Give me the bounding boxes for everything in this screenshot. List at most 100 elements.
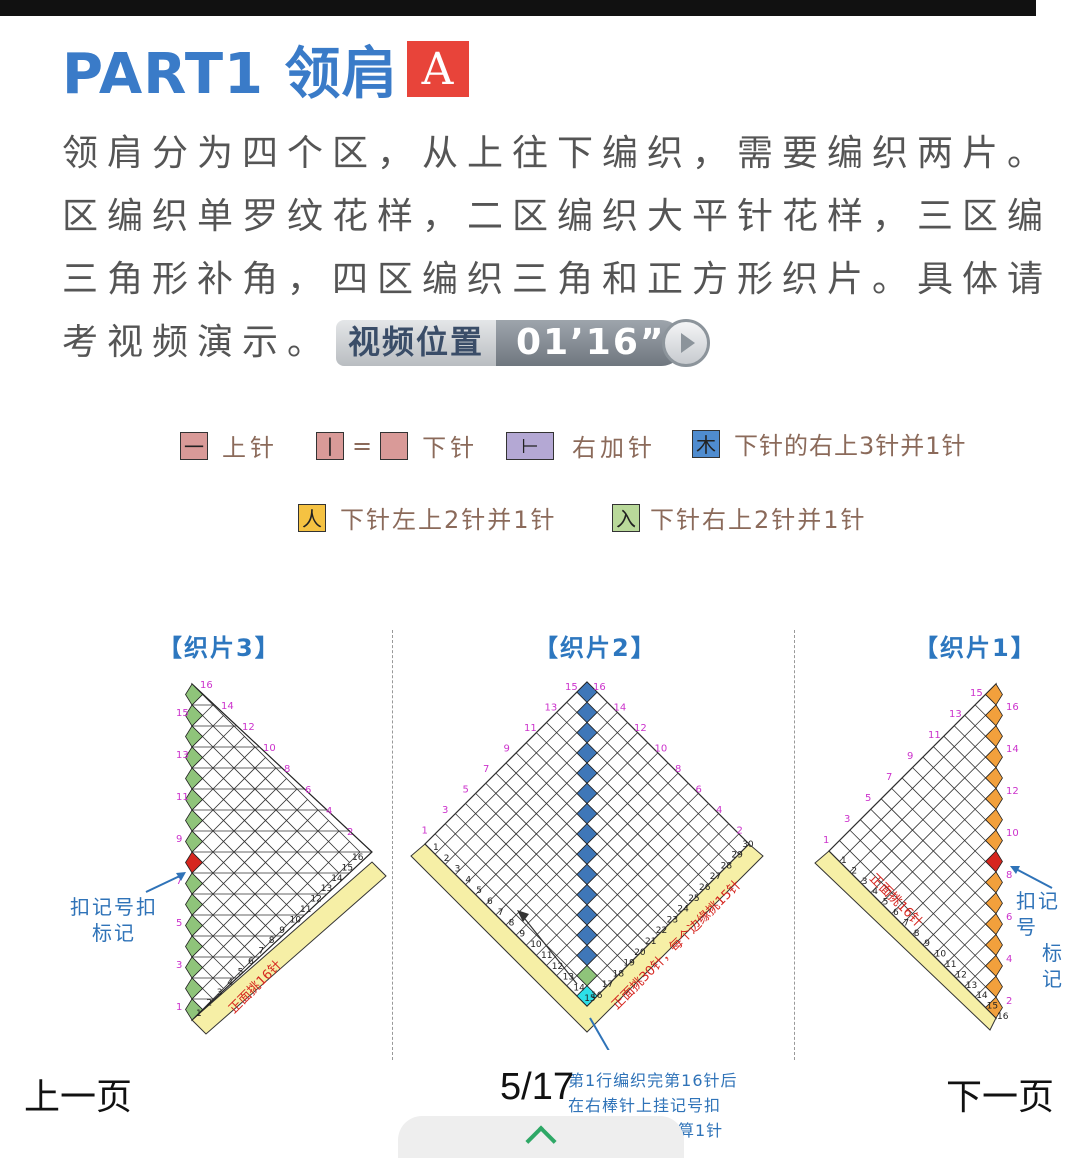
stitch-number: 7 — [903, 918, 909, 928]
stitch-number: 7 — [498, 908, 504, 918]
panel-title-1: 【织片1】 — [914, 634, 1037, 662]
desc-line-4: 考视频演示。 视频位置 01’16” — [62, 311, 1080, 374]
marker-annotation-right: 扣记号 标记 — [1016, 888, 1080, 992]
row-number: 5 — [463, 785, 469, 796]
stitch-number: 3 — [455, 865, 461, 875]
stitch-number: 1 — [433, 843, 439, 853]
pull-up-tab[interactable] — [398, 1116, 684, 1158]
row-number: 1 — [823, 835, 829, 846]
panel-title-3: 【织片3】 — [158, 634, 281, 662]
row-number: 2 — [347, 827, 353, 838]
stitch-number: 22 — [656, 926, 667, 936]
grid-line — [901, 829, 997, 925]
grid-line — [849, 829, 997, 977]
legend-cdd: 木 下针的右上3针并1针 — [692, 426, 967, 461]
stitch-number: 15 — [342, 863, 353, 873]
row-number: 10 — [655, 744, 668, 755]
stitch-number: 28 — [721, 861, 733, 871]
page-title: PART1 领肩 A — [62, 34, 469, 107]
stitch-number: 5 — [238, 967, 244, 977]
grid-line — [191, 872, 266, 947]
description: 领肩分为四个区，从上往下编织，需要编织两片。 区编织单罗纹花样，二区编织大平针花… — [62, 122, 1080, 374]
grid-line — [901, 777, 997, 873]
title-text: PART1 领肩 — [62, 41, 399, 107]
stitch-number: 29 — [731, 851, 743, 861]
grid-line — [576, 833, 740, 997]
row-number: 4 — [1006, 954, 1012, 965]
stitch-number: 24 — [677, 905, 689, 915]
grid-line — [880, 788, 997, 904]
row-number: 1 — [422, 826, 428, 837]
direction-arrow — [520, 913, 578, 985]
grid-line — [191, 746, 329, 884]
stitch-number: 27 — [710, 872, 721, 882]
grid-line — [191, 704, 350, 863]
grid-line — [586, 843, 750, 1007]
row-number: 11 — [176, 792, 189, 803]
grid-line — [546, 803, 709, 966]
stitch-number: 4 — [227, 978, 233, 988]
stitch-number: 11 — [945, 960, 956, 970]
stitch-number: 9 — [924, 939, 930, 949]
desc-line-1: 领肩分为四个区，从上往下编织，需要编织两片。 — [62, 133, 1053, 174]
row-number: 10 — [263, 743, 276, 754]
row-number: 14 — [1006, 744, 1019, 755]
legend-label: 下针右上2针并1针 — [650, 506, 867, 534]
stitch-number: 25 — [688, 894, 699, 904]
row-number: 13 — [176, 750, 189, 761]
right-3-together-icon: 木 — [692, 429, 720, 458]
row-number: 11 — [928, 730, 941, 741]
grid-line — [191, 788, 298, 895]
legend-label: 右加针 — [572, 434, 656, 462]
row-number: 8 — [1006, 870, 1012, 881]
grid-line — [191, 788, 308, 905]
grid-line — [912, 767, 997, 852]
row-number: 8 — [675, 764, 681, 775]
grid-line — [485, 782, 649, 946]
stitch-number: 13 — [563, 973, 574, 983]
stitch-number: 2 — [206, 999, 212, 1009]
grid-line — [191, 809, 319, 937]
top-status-bar — [0, 0, 1036, 16]
stitch-number: 15 — [584, 994, 595, 1004]
row-number: 4 — [716, 805, 722, 816]
grid-line — [191, 778, 287, 874]
row-number: 5 — [865, 793, 871, 804]
annotation-line: 标记 — [1042, 941, 1064, 991]
page-indicator: 5/17 — [500, 1066, 574, 1108]
stitch-number: 4 — [872, 887, 878, 897]
stitch-number: 7 — [258, 947, 264, 957]
stitch-number: 20 — [634, 948, 646, 958]
row-number: 6 — [1006, 912, 1012, 923]
stitch-number: 16 — [352, 853, 364, 863]
stitch-number: 19 — [623, 959, 635, 969]
row-number: 16 — [200, 680, 213, 691]
prev-page-button[interactable]: 上一页 — [24, 1077, 133, 1118]
base-band — [191, 861, 387, 1035]
video-position-button[interactable]: 视频位置 01’16” — [336, 318, 710, 367]
row-number: 5 — [176, 918, 182, 929]
stitch-number: 10 — [530, 940, 542, 950]
grid-line — [860, 746, 997, 883]
legend-label: 下针 — [422, 434, 479, 462]
stitch-number: 11 — [300, 905, 311, 915]
grid-line — [536, 793, 699, 956]
chevron-up-icon[interactable] — [525, 1125, 557, 1157]
row-number: 2 — [737, 826, 743, 837]
play-icon[interactable] — [661, 318, 710, 367]
row-number: 14 — [614, 703, 627, 714]
arrow-line — [145, 873, 185, 893]
right-2-together-icon: 入 — [612, 503, 640, 532]
row-number: 7 — [886, 772, 892, 783]
left-2-together-icon: 人 — [298, 503, 326, 532]
equals-sign: = — [352, 431, 377, 460]
next-page-button[interactable]: 下一页 — [946, 1077, 1055, 1118]
stitch-number: 5 — [883, 898, 889, 908]
row-number: 2 — [1006, 996, 1012, 1007]
stitch-number: 21 — [645, 937, 656, 947]
knit-blank-icon — [380, 431, 409, 460]
row-number: 3 — [844, 814, 850, 825]
direction-arrow-head — [517, 910, 529, 922]
grid-line — [434, 833, 598, 997]
row-number: 7 — [176, 876, 182, 887]
